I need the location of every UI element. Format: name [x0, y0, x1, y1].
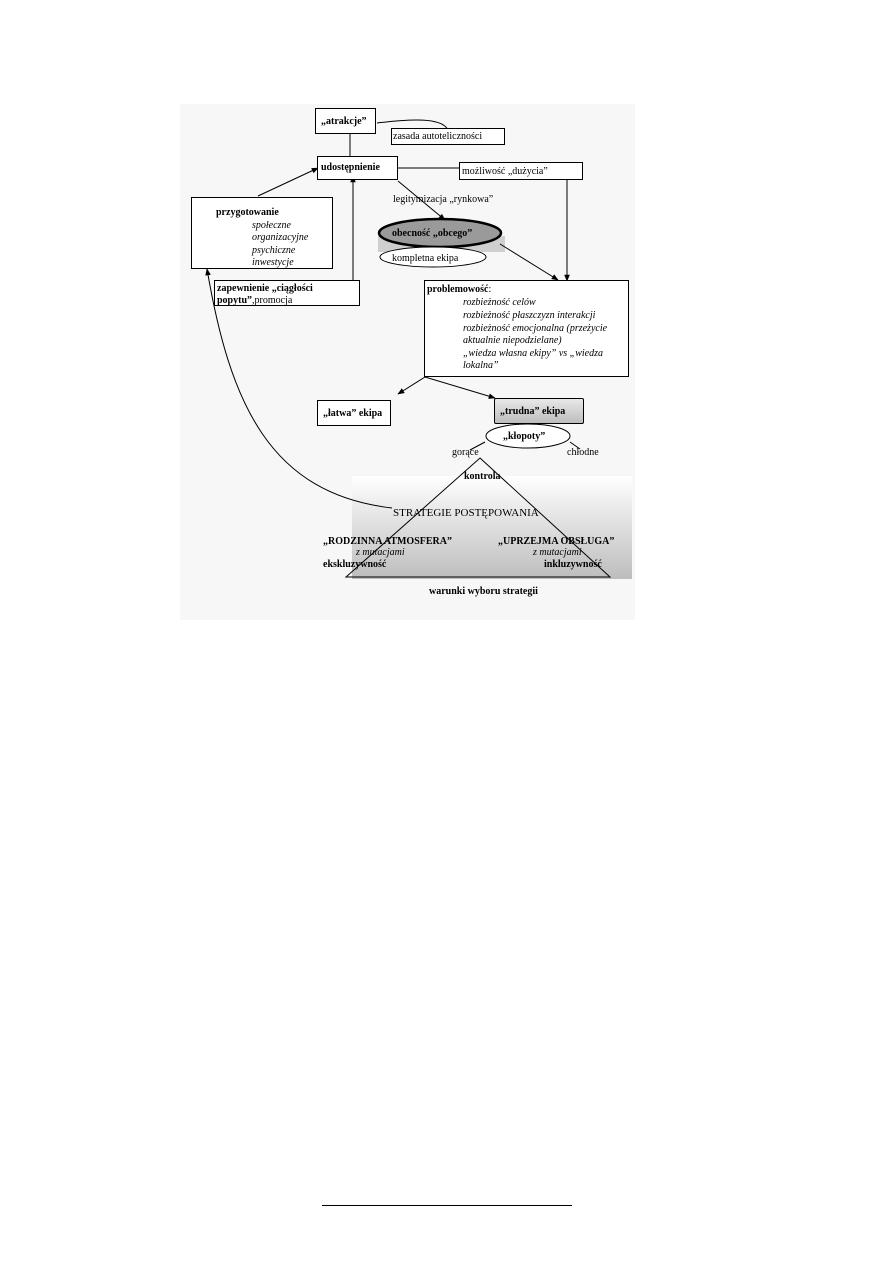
zasada-box	[391, 128, 505, 145]
z-mutacjami-right: z mutacjami	[533, 547, 582, 558]
atrakcje-box	[315, 108, 376, 134]
udostepnienie-label: udostępnienie	[321, 162, 380, 173]
problemowosc-trudna-arrow	[424, 376, 496, 399]
przygotowanie-item: społeczne	[252, 220, 291, 231]
przygotowanie-item: inwestycje	[252, 257, 294, 268]
legitymizacja-arrow	[397, 180, 446, 221]
warunki-label: warunki wyboru strategii	[429, 586, 538, 597]
zasada-label: zasada autoteliczności	[393, 131, 483, 142]
zapewnienie-box	[214, 280, 360, 306]
rodzinna-label: „RODZINNA ATMOSFERA”	[323, 536, 452, 547]
klopoty-label: „kłopoty”	[503, 431, 546, 442]
przygotowanie-title: przygotowanie	[216, 207, 279, 218]
przygotowanie-item: psychiczne	[252, 245, 296, 256]
chlodne-link	[569, 441, 581, 450]
przygotowanie-item: organizacyjne	[252, 232, 309, 243]
diagram-connectors	[205, 119, 632, 579]
problemowosc-item: lokalna”	[463, 360, 499, 371]
inkluzywnosc-label: inkluzywność	[544, 559, 602, 570]
feedback-curve-arrow	[205, 268, 393, 509]
kompletna-ellipse	[379, 246, 487, 268]
z-mutacjami-left: z mutacjami	[356, 547, 405, 558]
zapewnienie-promocja: ,promocja	[252, 295, 293, 306]
footnote-separator	[322, 1205, 572, 1206]
latwa-box	[317, 400, 391, 426]
obecnosc-problemowosc-arrow	[499, 243, 559, 281]
klopoty-ellipse	[485, 423, 571, 449]
gorace-label: gorące	[452, 447, 479, 458]
mozliwosc-label: możliwość „dużycia”	[462, 166, 548, 177]
strategy-triangle	[344, 457, 612, 578]
obecnosc-label: obecność „obcego”	[392, 228, 473, 239]
strategie-title: STRATEGIE POSTĘPOWANIA	[393, 507, 539, 519]
problemowosc-item: „wiedza własna ekipy” vs „wiedza	[463, 348, 604, 359]
przygotowanie-udostepnienie-arrow	[257, 167, 319, 197]
udostepnienie-box	[317, 156, 398, 180]
problemowosc-colon: :	[488, 284, 492, 295]
strategy-shaded-area	[352, 476, 632, 579]
problemowosc-item: aktualnie niepodzielane)	[463, 335, 562, 346]
latwa-label: „łatwa” ekipa	[323, 408, 383, 419]
problemowosc-item: rozbieżność emocjonalna (przeżycie	[463, 323, 608, 334]
atrakcje-loop-curve	[376, 119, 449, 131]
przygotowanie-box	[191, 197, 333, 269]
zapewnienie-line2: popytu”,promocja	[217, 295, 292, 306]
gorace-link	[469, 441, 486, 451]
chlodne-label: chłodne	[567, 447, 599, 458]
uprzejma-label: „UPRZEJMA OBSŁUGA”	[498, 536, 615, 547]
trudna-label: „trudna” ekipa	[500, 406, 566, 417]
kontrola-label: kontrola	[464, 471, 501, 482]
problemowosc-item: rozbieżność płaszczyzn interakcji	[463, 310, 596, 321]
atrakcje-label: „atrakcje”	[321, 116, 367, 127]
strategy-diagram: „atrakcje” zasada autoteliczności udostę…	[180, 104, 635, 620]
problemowosc-latwa-arrow	[397, 376, 426, 395]
problemowosc-title-text: problemowość	[427, 284, 489, 295]
kompletna-label: kompletna ekipa	[392, 253, 459, 264]
trudna-box	[494, 398, 584, 424]
problemowosc-box	[424, 280, 629, 377]
problemowosc-item: rozbieżność celów	[463, 297, 536, 308]
zapewnienie-popytu: popytu”	[217, 295, 253, 306]
zapewnienie-line1: zapewnienie „ciągłości	[217, 283, 313, 294]
legitymizacja-label: legitymizacja „rynkowa”	[393, 194, 494, 205]
ekskluzywnosc-label: ekskluzywność	[323, 559, 387, 570]
mozliwosc-box	[459, 162, 583, 180]
problemowosc-title: problemowość:	[427, 284, 491, 295]
